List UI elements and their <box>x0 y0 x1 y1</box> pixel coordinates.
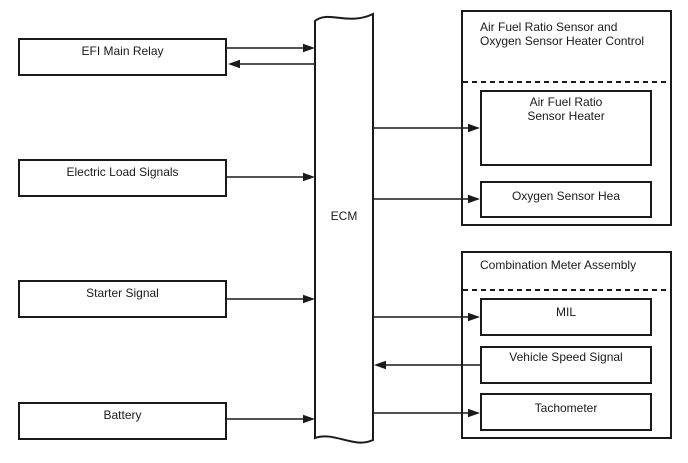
input-label-efi-main-relay: EFI Main Relay <box>81 44 164 58</box>
label-air-fuel-ratio-sensor-heater-line-2: Sensor Heater <box>527 109 605 123</box>
box-air-fuel-ratio-sensor-heater: Air Fuel Ratio Sensor Heater <box>480 90 652 166</box>
arrow-ecm-to-efi-main-relay <box>228 59 315 69</box>
arrow-battery-to-ecm <box>227 414 315 424</box>
input-label-electric-load-signals: Electric Load Signals <box>66 165 179 179</box>
group-title-air-fuel-ratio-oxygen-sensor-heater-control: Air Fuel Ratio Sensor and Oxygen Sensor … <box>480 20 644 48</box>
arrow-electric-load-signals-to-ecm <box>227 172 315 182</box>
input-label-battery: Battery <box>103 408 142 422</box>
input-box-electric-load-signals: Electric Load Signals <box>18 159 227 197</box>
box-oxygen-sensor-heater: Oxygen Sensor Hea <box>480 181 652 218</box>
arrow-efi-main-relay-to-ecm <box>227 43 315 53</box>
label-tachometer: Tachometer <box>534 401 598 415</box>
label-air-fuel-ratio-sensor-heater-line-1: Air Fuel Ratio <box>529 95 603 109</box>
ecm-bar <box>314 12 374 444</box>
label-vehicle-speed-signal: Vehicle Speed Signal <box>509 350 623 364</box>
group-air-fuel-ratio-oxygen-sensor-heater-control: Air Fuel Ratio Sensor and Oxygen Sensor … <box>461 10 672 226</box>
input-label-starter-signal: Starter Signal <box>86 286 159 300</box>
input-box-battery: Battery <box>18 402 227 440</box>
group-title-combination-meter-assembly: Combination Meter Assembly <box>480 258 637 272</box>
group-combination-meter-assembly: Combination Meter Assembly MIL Vehicle S… <box>461 251 672 439</box>
arrow-starter-signal-to-ecm <box>227 294 315 304</box>
group-title-line-1: Air Fuel Ratio Sensor and <box>480 20 618 34</box>
box-vehicle-speed-signal: Vehicle Speed Signal <box>480 346 652 384</box>
input-box-starter-signal: Starter Signal <box>18 280 227 318</box>
label-oxygen-sensor-heater: Oxygen Sensor Hea <box>511 189 621 203</box>
label-mil: MIL <box>555 305 576 319</box>
input-box-efi-main-relay: EFI Main Relay <box>18 38 227 76</box>
box-mil: MIL <box>480 298 652 336</box>
group-title-line-2: Oxygen Sensor Heater Control <box>480 34 645 48</box>
box-tachometer: Tachometer <box>480 393 652 431</box>
ecm-label: ECM <box>330 209 358 223</box>
